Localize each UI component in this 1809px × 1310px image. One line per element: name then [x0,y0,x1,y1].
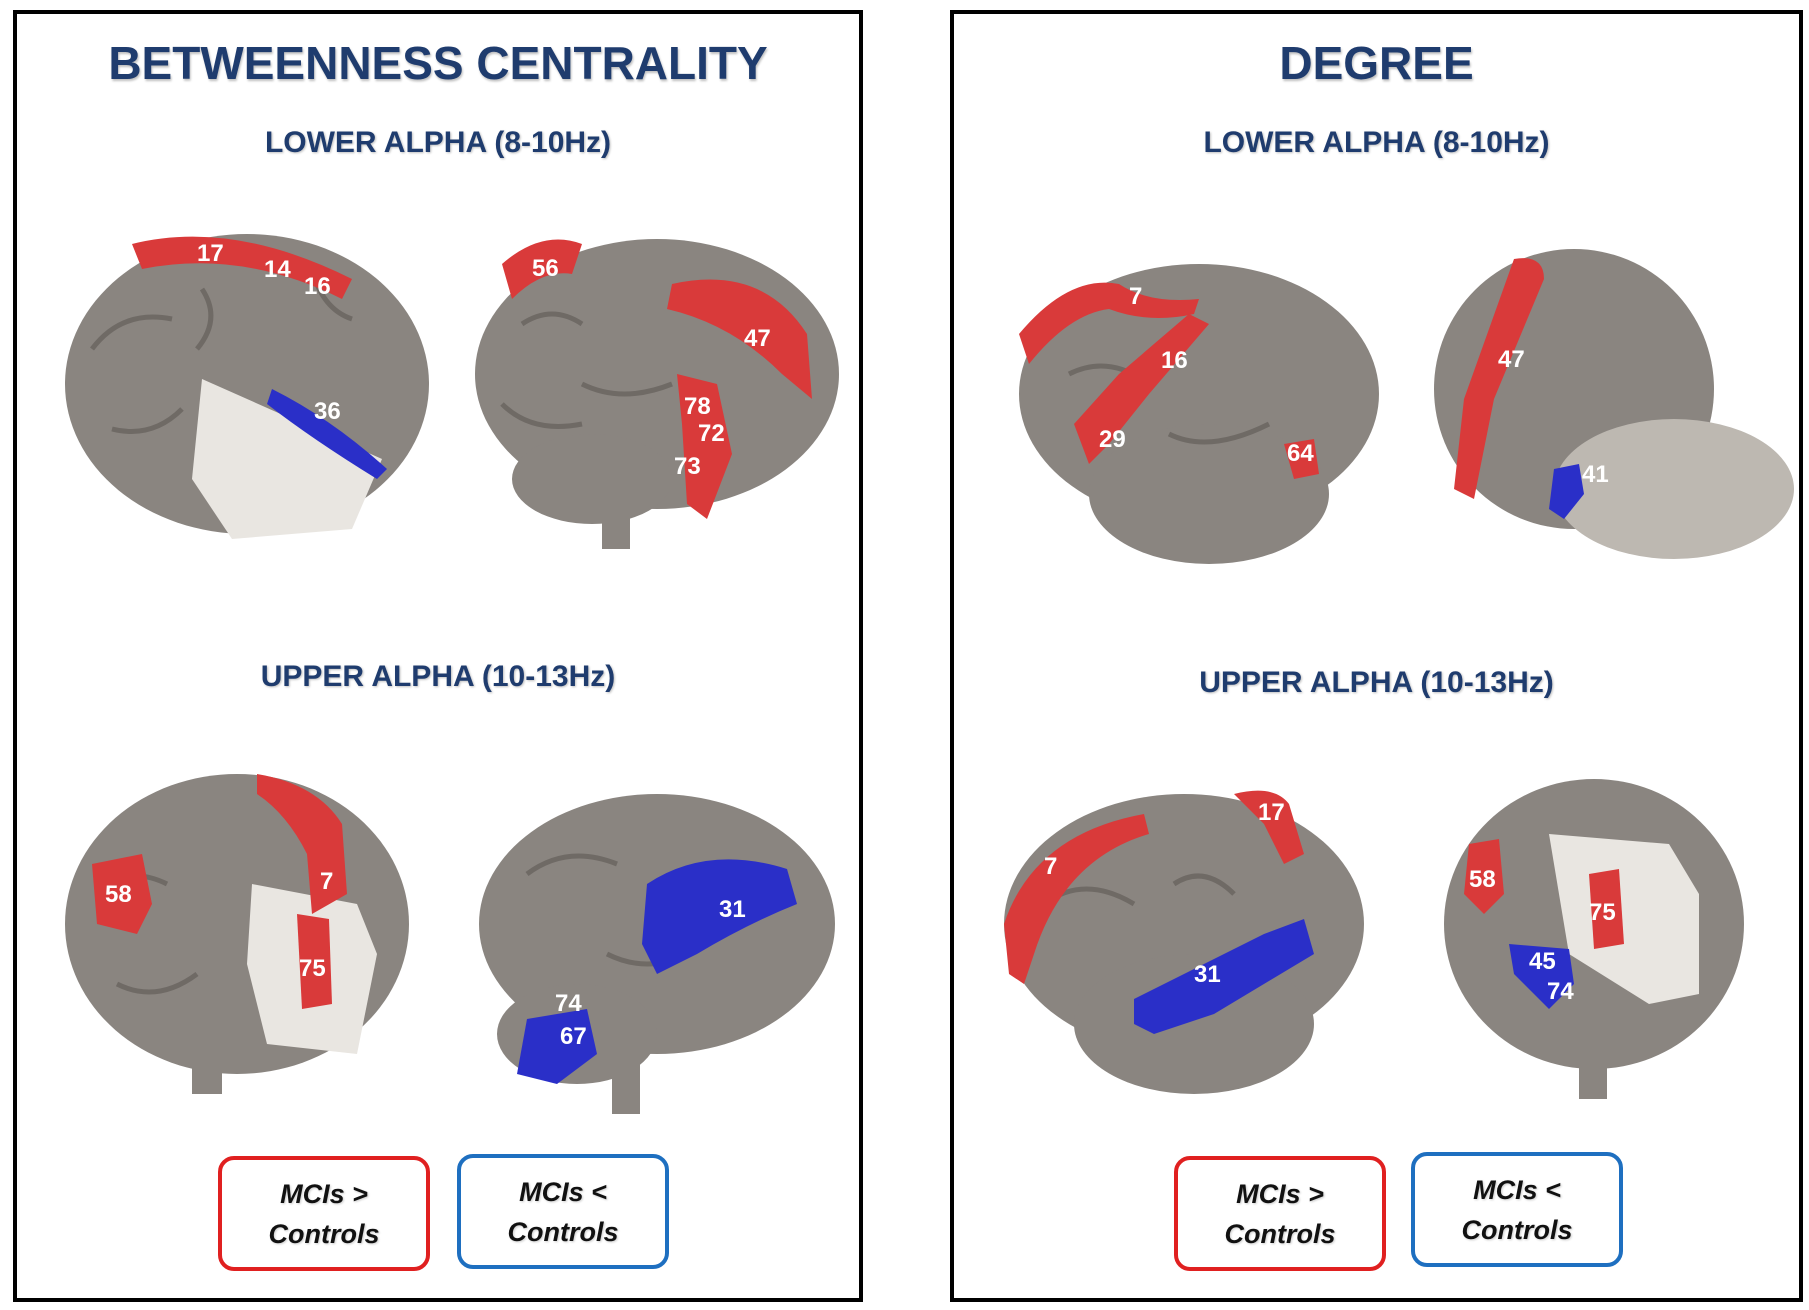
region-label: 16 [304,273,331,300]
brain-upper-alpha-lateral: 7 17 31 [1004,790,1364,1094]
region-label: 47 [744,325,771,352]
legend-mcis-greater: MCIs > Controls [218,1156,430,1271]
legend-greater-line2: Controls [268,1218,380,1249]
region-label: 31 [1194,961,1221,988]
brain-lower-alpha-lateral: 7 16 29 64 [1019,264,1379,564]
region-label: 36 [314,398,341,425]
panel-title: BETWEENNESS CENTRALITY [108,37,768,89]
region-label: 74 [1547,978,1574,1005]
lower-alpha-heading: LOWER ALPHA (8-10Hz) [1203,126,1550,159]
upper-alpha-heading: UPPER ALPHA (10-13Hz) [1199,666,1554,699]
betweenness-centrality-panel: BETWEENNESS CENTRALITY LOWER ALPHA (8-10… [13,10,863,1302]
brain-upper-alpha-coronal: 58 75 45 74 [1444,779,1744,1099]
region-label: 7 [1044,853,1057,880]
legend-less-line1: MCIs < [1473,1174,1561,1205]
region-label: 58 [105,881,132,908]
region-label: 17 [197,240,224,267]
legend-greater-line2: Controls [1224,1218,1336,1249]
legend-mcis-greater: MCIs > Controls [1174,1156,1386,1271]
legend-less-line1: MCIs < [519,1176,607,1207]
legend-greater-line1: MCIs > [1236,1178,1324,1209]
legend-mcis-less: MCIs < Controls [1411,1152,1623,1267]
legend-greater-line1: MCIs > [280,1178,368,1209]
region-label: 29 [1099,426,1126,453]
upper-alpha-heading: UPPER ALPHA (10-13Hz) [260,660,616,693]
region-label: 14 [264,256,291,283]
region-label: 64 [1287,440,1314,467]
brain-lower-alpha-lateral: 56 47 78 72 73 [475,239,839,549]
region-label: 58 [1469,866,1496,893]
region-label: 41 [1582,461,1609,488]
region-label: 75 [1589,899,1616,926]
brain-lower-alpha-medial: 47 41 [1434,249,1794,559]
region-label: 75 [299,955,326,982]
legend-less-line2: Controls [507,1216,619,1247]
lower-alpha-heading: LOWER ALPHA (8-10Hz) [264,126,612,159]
region-label: 72 [698,420,725,447]
legend-less-line2: Controls [1461,1214,1573,1245]
region-label: 7 [1129,283,1142,310]
region-label: 47 [1498,346,1525,373]
region-label: 45 [1529,948,1556,975]
legend-mcis-less: MCIs < Controls [457,1154,669,1269]
brain-lower-alpha-oblique: 17 14 16 36 [65,234,429,539]
region-label: 17 [1258,799,1285,826]
region-label: 73 [674,453,701,480]
region-label: 31 [719,896,746,923]
brain-upper-alpha-lateral: 31 74 67 [479,794,835,1114]
panel-title: DEGREE [1279,37,1474,89]
region-label: 16 [1161,347,1188,374]
region-label: 56 [532,255,559,282]
region-label: 67 [560,1023,587,1050]
region-label: 74 [555,990,582,1017]
region-label: 78 [684,393,711,420]
degree-panel: DEGREE LOWER ALPHA (8-10Hz) UPPER ALPHA … [950,10,1803,1302]
brain-upper-alpha-posterior: 58 7 75 [65,774,409,1094]
region-label: 7 [320,868,333,895]
